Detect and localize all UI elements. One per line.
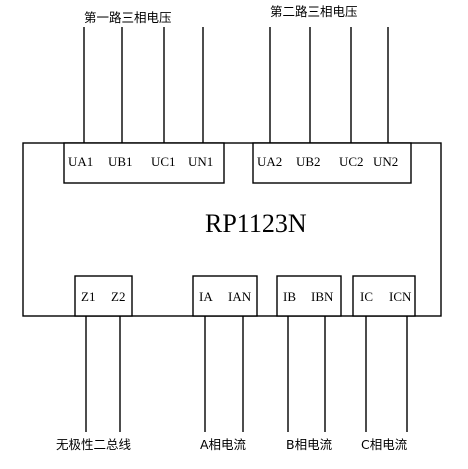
terminal-block-voltage-2: [252, 142, 412, 184]
terminal-block-phase-c: [352, 275, 416, 317]
pin-label-ua2: UA2: [257, 154, 282, 169]
pin-label-ub2: UB2: [296, 154, 321, 169]
caption-bus: 无极性二总线: [56, 437, 132, 452]
pin-label-uc2: UC2: [339, 154, 364, 169]
pin-label-ic: IC: [360, 289, 373, 304]
pin-label-ibn: IBN: [311, 289, 334, 304]
pin-label-ia: IA: [199, 289, 213, 304]
caption-phase-c: C相电流: [361, 437, 408, 452]
pin-label-ua1: UA1: [68, 154, 93, 169]
device-model-name: RP1123N: [205, 209, 307, 238]
terminal-block-voltage-1: [63, 142, 225, 184]
terminal-block-phase-a: [192, 275, 258, 317]
caption-phase-a: A相电流: [200, 437, 247, 452]
pin-label-un1: UN1: [188, 154, 213, 169]
caption-voltage-group-2: 第二路三相电压: [270, 4, 358, 19]
pin-label-ian: IAN: [228, 289, 252, 304]
pin-label-z1: Z1: [81, 289, 95, 304]
pin-label-z2: Z2: [111, 289, 125, 304]
caption-voltage-group-1: 第一路三相电压: [84, 10, 172, 25]
pin-label-ib: IB: [283, 289, 296, 304]
pin-label-icn: ICN: [389, 289, 412, 304]
pin-label-ub1: UB1: [108, 154, 133, 169]
terminal-block-phase-b: [276, 275, 342, 317]
caption-phase-b: B相电流: [286, 437, 333, 452]
pin-label-un2: UN2: [373, 154, 398, 169]
terminal-block-bus: [74, 275, 133, 317]
pin-label-uc1: UC1: [151, 154, 176, 169]
